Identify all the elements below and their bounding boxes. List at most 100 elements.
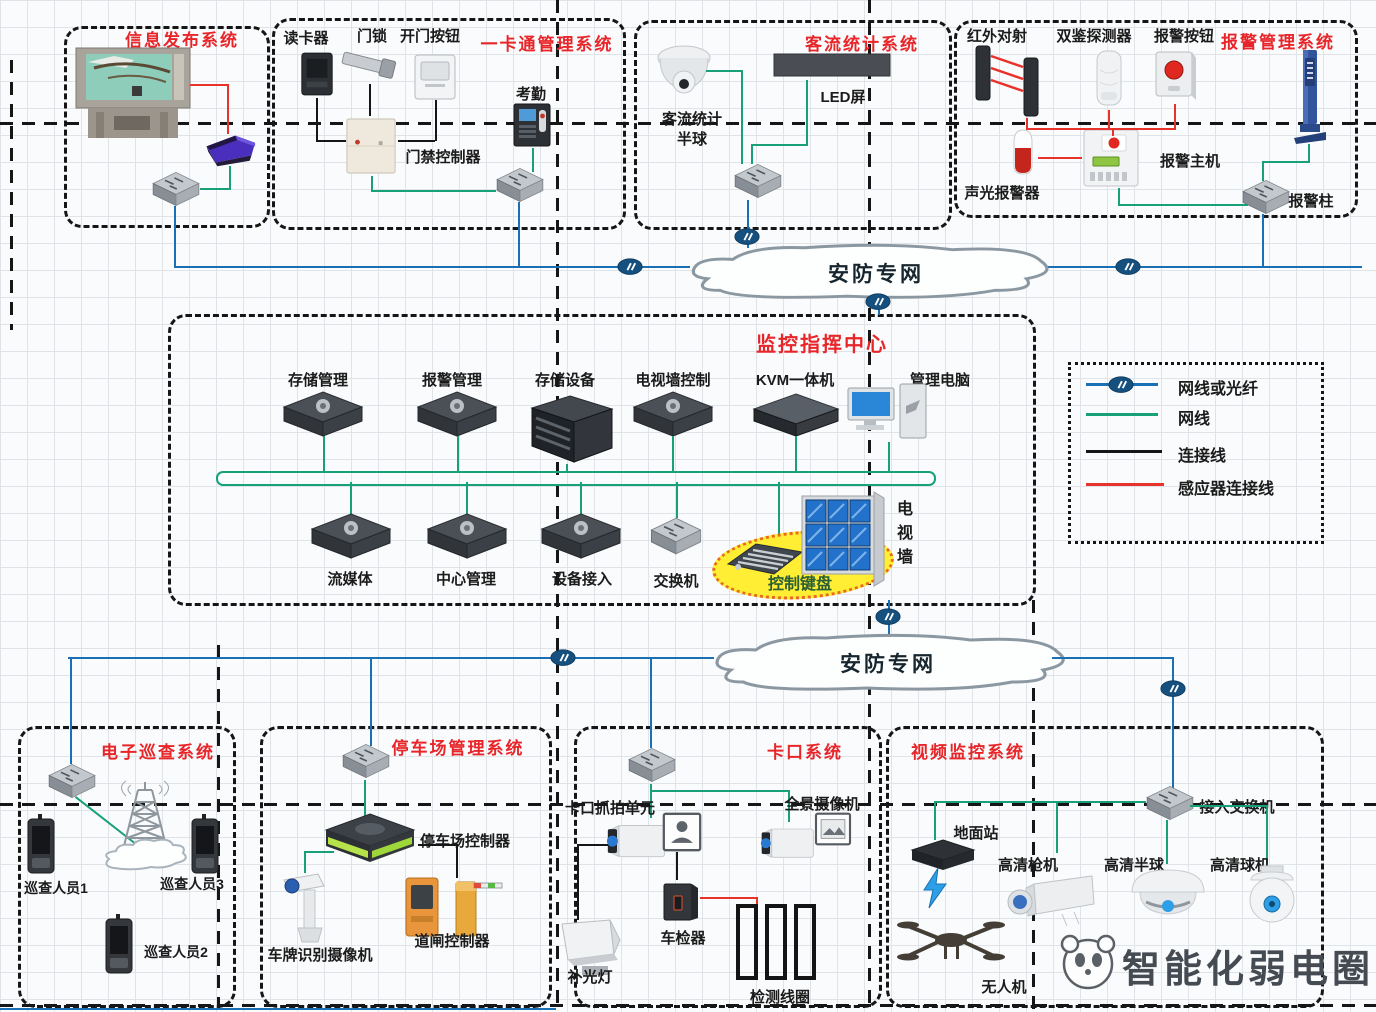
led-screen-icon (772, 52, 892, 78)
patrol-person1-label: 巡查人员1 (24, 880, 88, 896)
lan-line (566, 464, 568, 472)
sensor-line (1026, 118, 1028, 130)
conn-line (577, 844, 608, 846)
lan-line (323, 436, 325, 472)
lan-line (676, 482, 678, 518)
conn-line (316, 140, 346, 142)
stream-label: 流媒体 (327, 571, 373, 588)
conn-line (369, 84, 371, 116)
fold-line-h1 (0, 122, 1376, 125)
alarm-button-icon (1152, 48, 1200, 104)
storage-mgmt-server-icon (280, 390, 366, 438)
sensor-line (756, 897, 758, 907)
legend-fiber-label: 网线或光纤 (1178, 381, 1259, 398)
alarm-host-icon (1080, 126, 1144, 190)
lan-line (200, 188, 231, 190)
panorama-camera-label: 全景摄像机 (784, 796, 860, 813)
magnetic-lock-icon (338, 46, 400, 86)
fiber-trunk (174, 266, 690, 268)
lan-line (741, 70, 743, 164)
fill-light-icon (558, 916, 628, 980)
alarm-system-title: 报警管理系统 (1221, 33, 1335, 52)
alarm-post-icon (1290, 48, 1330, 144)
tv-wall-icon (796, 488, 888, 588)
panorama-camera-icon (760, 822, 820, 866)
patrol-system-title: 电子巡查系统 (101, 743, 215, 762)
fold-line-v4 (1032, 600, 1035, 1012)
alarm-host-label: 报警主机 (1159, 153, 1221, 170)
lan-line (371, 190, 496, 192)
barrier-gate-label: 道闸控制器 (414, 933, 490, 950)
kvm-label: KVM一体机 (755, 372, 835, 389)
detection-coil-icon (734, 902, 818, 982)
info-system-box (64, 26, 270, 228)
attendance-terminal-icon (512, 102, 552, 148)
door-controller-label: 门禁控制器 (405, 149, 481, 166)
access-switch-label: 接入交换机 (1199, 799, 1275, 816)
lan-line (457, 436, 459, 472)
control-keyboard-label: 控制键盘 (767, 576, 833, 593)
lightning-icon (920, 866, 950, 910)
network-switch-icon (494, 166, 546, 204)
lan-line (672, 436, 674, 472)
lan-line (1308, 144, 1310, 162)
dual-detector-icon (1092, 48, 1126, 110)
lan-line (364, 780, 366, 816)
network-switch-icon (1240, 178, 1292, 216)
lan-line (650, 790, 790, 792)
command-center-title: 监控指挥中心 (756, 334, 888, 356)
alarm-button-label: 报警按钮 (1153, 28, 1215, 45)
lan-line (706, 70, 743, 72)
panda-logo-icon (1050, 924, 1120, 994)
attendance-label: 考勤 (515, 86, 547, 103)
storage-mgmt-label: 存储管理 (287, 372, 349, 389)
lan-line (788, 790, 790, 822)
stream-server-icon (308, 512, 394, 560)
alarm-system-box (954, 20, 1358, 218)
core-switch-icon (648, 514, 704, 558)
storage-device-icon (520, 394, 616, 466)
led-screen-label: LED屏 (820, 89, 866, 106)
half-dome-label: 高清半球 (1103, 857, 1165, 874)
patrol-system-box (18, 726, 236, 1008)
patrol-handheld-icon (26, 814, 56, 876)
lan-line (1262, 161, 1264, 181)
lpr-camera-label: 车牌识别摄像机 (267, 947, 373, 964)
patrol-person2-label: 巡查人员2 (144, 944, 208, 960)
card-reader-label: 读卡器 (283, 30, 329, 47)
card-system-box (272, 18, 626, 230)
patrol-person3-label: 巡查人员3 (160, 876, 224, 892)
access-switch-icon (1144, 784, 1196, 822)
lan-line (934, 801, 1146, 803)
fiber-line (370, 657, 372, 746)
command-center-box (168, 314, 1036, 606)
flow-dome-label-2: 半球 (676, 131, 708, 148)
dome-camera-icon (656, 44, 712, 106)
legend-lan-line (1086, 413, 1158, 416)
conn-line (676, 852, 678, 880)
lan-line (1118, 204, 1248, 206)
lan-line (1262, 161, 1310, 163)
fiber-line (70, 657, 72, 764)
lan-line (580, 482, 582, 514)
watermark-text: 智能化弱电圈 (1122, 949, 1375, 991)
mgmt-pc-icon (846, 382, 930, 444)
ptz-camera-label: 高清球机 (1209, 857, 1271, 874)
fiber-trunk (1048, 266, 1362, 268)
conn-line (398, 140, 435, 142)
parking-system-box (260, 726, 552, 1008)
fiber-trunk (1052, 657, 1174, 659)
flow-system-title: 客流统计系统 (805, 35, 919, 54)
lan-line (934, 801, 936, 840)
lan-bus (216, 471, 936, 486)
central-mgmt-label: 中心管理 (435, 571, 497, 588)
sound-light-alarm-icon (1008, 126, 1038, 178)
sensor-line (1038, 157, 1082, 159)
lan-line (795, 436, 797, 472)
ir-beam-icon (970, 42, 1046, 122)
fill-light-label: 补光灯 (567, 969, 613, 986)
lan-line (229, 166, 231, 190)
checkpoint-system-title: 卡口系统 (767, 743, 843, 762)
sensor-line (227, 84, 229, 134)
